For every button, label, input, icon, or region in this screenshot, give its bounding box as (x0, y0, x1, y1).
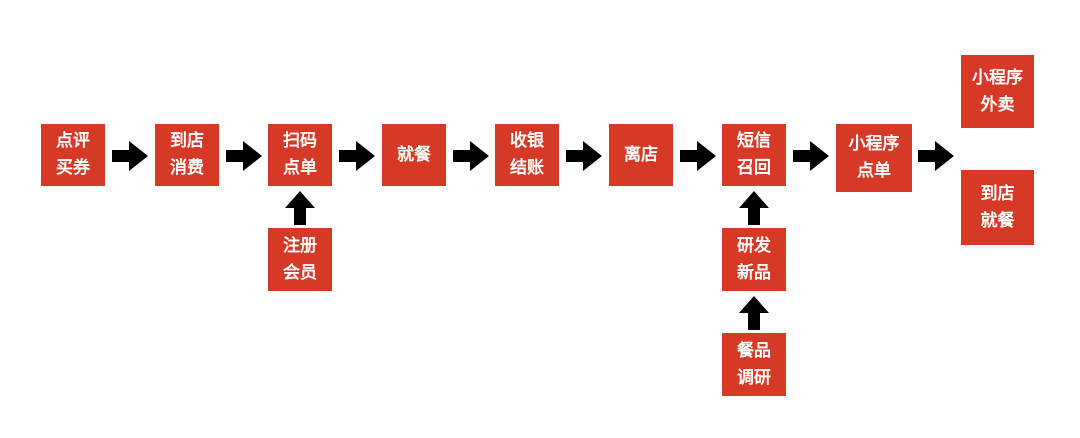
node-canpin-diaoyan: 餐品 调研 (722, 333, 786, 396)
arrow-up-icon (739, 296, 769, 330)
node-jiucan: 就餐 (382, 124, 446, 186)
node-duanxin-zhaohui: 短信 召回 (722, 124, 786, 186)
arrow-right-icon (793, 141, 829, 171)
arrow-right-icon (566, 141, 602, 171)
arrow-right-icon (918, 141, 954, 171)
arrow-right-icon (339, 141, 375, 171)
node-xiaochengxu-waimai: 小程序 外卖 (961, 55, 1034, 128)
arrow-right-icon (680, 141, 716, 171)
node-zhuce-huiyuan: 注册 会员 (268, 228, 332, 291)
node-dianping-maiquan: 点评 买券 (41, 124, 105, 186)
node-yanfa-xinpin: 研发 新品 (722, 228, 786, 291)
node-shouyin-jiezhang: 收银 结账 (495, 124, 559, 186)
node-daodian-xiaofei: 到店 消费 (155, 124, 219, 186)
arrow-right-icon (453, 141, 489, 171)
node-daodian-jiucan: 到店 就餐 (961, 170, 1034, 245)
arrow-right-icon (112, 141, 148, 171)
arrow-up-icon (739, 191, 769, 225)
arrow-right-icon (226, 141, 262, 171)
node-lidian: 离店 (609, 124, 673, 186)
arrow-up-icon (285, 191, 315, 225)
node-xiaochengxu-diandan: 小程序 点单 (836, 124, 912, 192)
node-saoma-diandan: 扫码 点单 (268, 124, 332, 186)
